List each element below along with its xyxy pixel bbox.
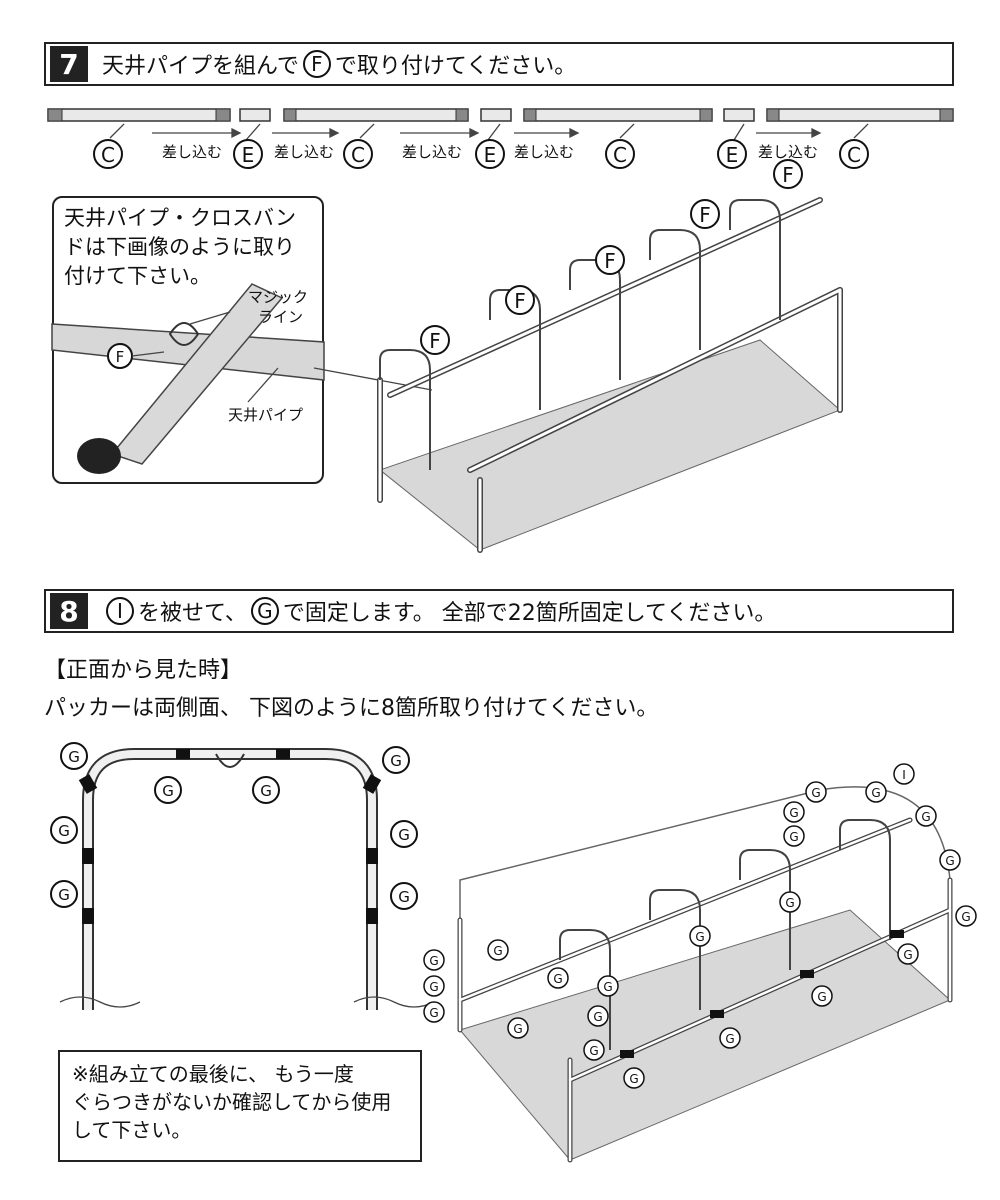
g-label: G [553,972,562,986]
pipe-c-1 [47,108,231,122]
g-label: G [785,896,794,910]
g-label: G [695,930,704,944]
g-label: G [593,1010,602,1024]
insert-label: 差し込む [162,143,222,161]
step8-instruction: I を被せて、 G で固定します。 全部で22箇所固定してください。 [102,595,776,627]
final-note-text: ※組み立ての最後に、 もう一度 ぐらつきがないか確認してから使用 して下さい。 [72,1060,391,1144]
pipe-sequence-diagram: 差し込む 差し込む 差し込む 差し込む 差し込む C E C E C E C [47,108,954,169]
joint-e-1 [239,108,271,122]
final-note-line-1: ※組み立ての最後に、 もう一度 [72,1062,354,1086]
step8-text-post: で固定します。 全部で22箇所固定してください。 [282,601,777,626]
final-note-line-2: ぐらつきがないか確認してから使用 [72,1090,392,1114]
g-label: G [725,1032,734,1046]
g-label: G [398,826,410,844]
g-label: G [789,830,798,844]
label-c: C [613,143,627,167]
callout-text: 天井パイプ・クロスバン ドは下画像のように取り 付けて下さい。 [64,204,296,291]
frame-label-f: F [699,203,711,227]
g-label: G [961,910,970,924]
label-e: E [484,143,497,167]
g-label: G [429,954,438,968]
joint-e-2 [480,108,512,122]
pipe-c-3 [523,108,713,122]
step8-number: 8 [50,593,88,629]
insert-label: 差し込む [758,143,818,161]
frame-label-f: F [429,329,441,353]
frame-label-f: F [782,163,794,187]
callout-line-1: 天井パイプ・クロスバン [64,206,297,230]
g-label: G [493,944,502,958]
final-note-line-3: して下さい。 [72,1118,192,1142]
packer-note: パッカーは両側面、 下図のように8箇所取り付けてください。 [44,696,659,721]
frame-f-labels: F F F F F [420,159,803,355]
pipe-c-2 [283,108,469,122]
covered-greenhouse-diagram: G G G G G G G G G G G G G G G G G G G G … [423,763,977,1163]
label-leaders [109,123,869,141]
part-g-badge: G [250,597,279,625]
callout-line-2: ドは下画像のように取り [64,235,295,259]
magic-line-label-1: マジック [248,288,308,306]
g-label: G [817,990,826,1004]
g-label: G [945,854,954,868]
g-label: G [429,980,438,994]
label-e: E [726,143,739,167]
magic-line-label-2: ライン [258,308,303,326]
g-label: G [58,822,70,840]
g-label: G [789,806,798,820]
g-label: G [629,1072,638,1086]
step7-instruction: 天井パイプを組んで F で取り付けてください。 [102,48,576,80]
step7-text-pre: 天井パイプを組んで [102,54,299,79]
g-label: G [871,786,880,800]
part-i-badge: I [106,597,134,625]
g-label: G [513,1022,522,1036]
step8-header: 8 I を被せて、 G で固定します。 全部で22箇所固定してください。 [44,589,954,633]
ceiling-pipe-label: 天井パイプ [228,406,303,424]
front-view-arch-diagram: G G G G G G G G [50,742,435,1010]
g-label: G [589,1044,598,1058]
i-label: I [902,768,906,782]
frame-label-f: F [604,249,616,273]
frame-assembly-diagram: F F F F F [377,159,843,553]
pipe-c-4 [766,108,954,122]
callout-line-3: 付けて下さい。 [64,264,211,288]
step7-text-post: で取り付けてください。 [334,54,577,79]
label-c: C [101,143,115,167]
callout-part-f: F [116,348,125,366]
step7-number: 7 [50,46,88,82]
g-label: G [429,1006,438,1020]
part-f-badge: F [302,50,331,78]
insert-label: 差し込む [402,143,462,161]
insert-label: 差し込む [274,143,334,161]
greenhouse-g-labels: G G G G G G G G G G G G G G G G G G G G … [423,763,977,1089]
g-label: G [398,888,410,906]
g-label: G [162,782,174,800]
callout-detail-illustration: マジック ライン F 天井パイプ [51,283,433,474]
front-view-title: 【正面から見た時】 [44,658,243,683]
g-label: G [260,782,272,800]
insert-arrows [152,127,822,139]
g-label: G [390,752,402,770]
final-note-box [58,1050,422,1162]
label-e: E [242,143,255,167]
step7-header: 7 天井パイプを組んで F で取り付けてください。 [44,42,954,86]
label-c: C [847,143,861,167]
joint-e-3 [723,108,755,122]
front-g-labels: G G G G G G G G [50,742,418,910]
insert-label: 差し込む [514,143,574,161]
label-c: C [351,143,365,167]
g-label: G [903,948,912,962]
pipe-label-badges: C E C E C E C [93,139,869,169]
g-label: G [603,980,612,994]
g-label: G [921,810,930,824]
g-label: G [58,886,70,904]
frame-label-f: F [514,289,526,313]
step8-text-mid: を被せて、 [138,601,247,626]
g-label: G [68,748,80,766]
g-label: G [811,786,820,800]
